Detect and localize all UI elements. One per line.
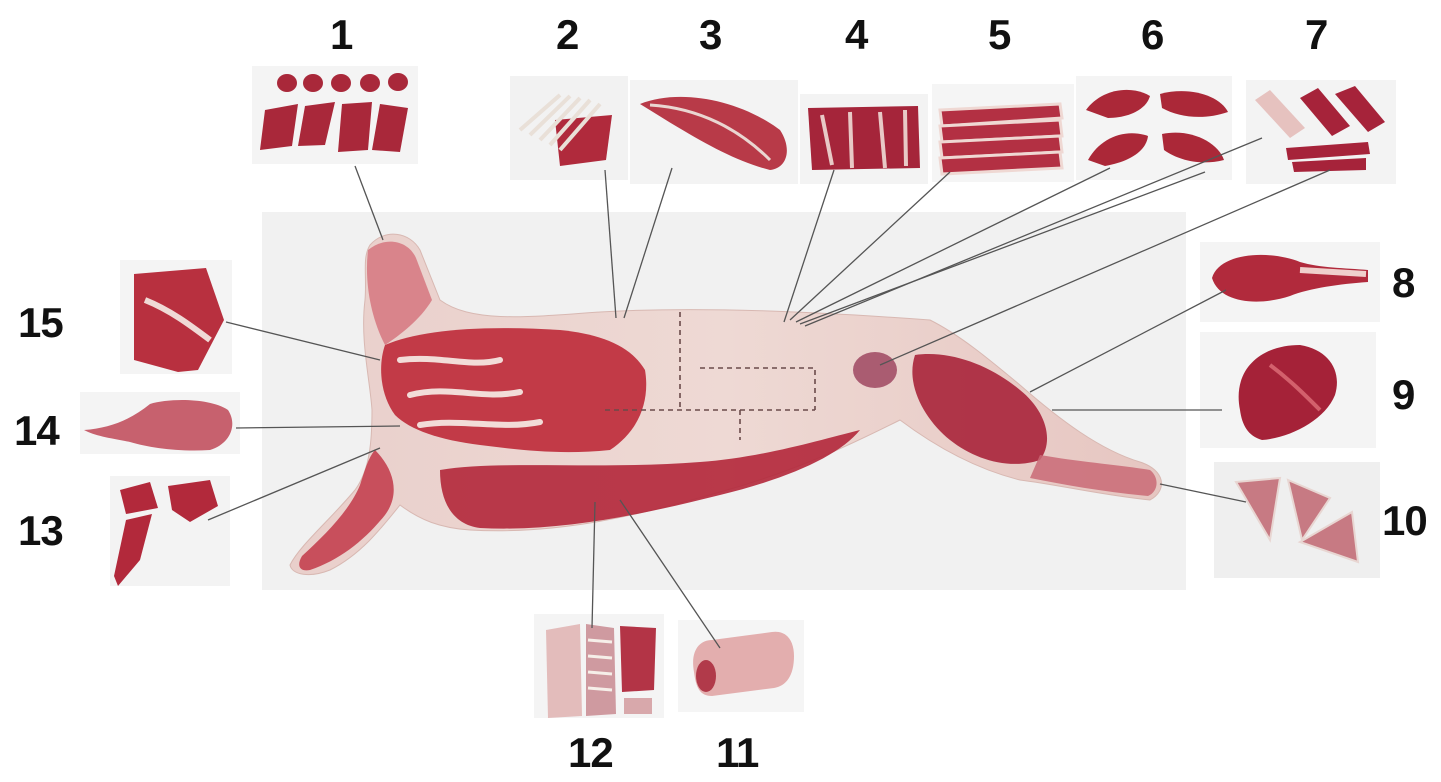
cut-image-9	[1200, 332, 1376, 448]
cut-image-15	[120, 260, 232, 374]
label-8: 8	[1392, 262, 1414, 304]
cut-image-14	[80, 392, 240, 454]
label-5: 5	[988, 14, 1010, 56]
label-11: 11	[716, 732, 758, 774]
label-4: 4	[845, 14, 867, 56]
label-10: 10	[1382, 500, 1427, 542]
cut-image-11	[678, 620, 804, 712]
label-1: 1	[330, 14, 352, 56]
cut-image-3	[630, 80, 798, 184]
label-12: 12	[568, 732, 613, 774]
label-15: 15	[18, 302, 63, 344]
cut-image-4	[800, 94, 928, 184]
cut-image-2	[510, 76, 628, 180]
cut-image-13	[110, 476, 230, 586]
cut-image-1	[252, 66, 418, 164]
cut-image-6	[1076, 76, 1232, 180]
cut-image-12	[534, 614, 664, 718]
label-9: 9	[1392, 374, 1414, 416]
hip-muscle	[853, 352, 897, 388]
label-6: 6	[1141, 14, 1163, 56]
label-14: 14	[14, 410, 59, 452]
label-2: 2	[556, 14, 578, 56]
label-13: 13	[18, 510, 63, 552]
label-3: 3	[699, 14, 721, 56]
cut-image-7	[1246, 80, 1396, 184]
cut-image-10	[1214, 462, 1380, 578]
cut-image-8	[1200, 242, 1380, 322]
label-7: 7	[1305, 14, 1327, 56]
cut-image-5	[932, 84, 1074, 182]
